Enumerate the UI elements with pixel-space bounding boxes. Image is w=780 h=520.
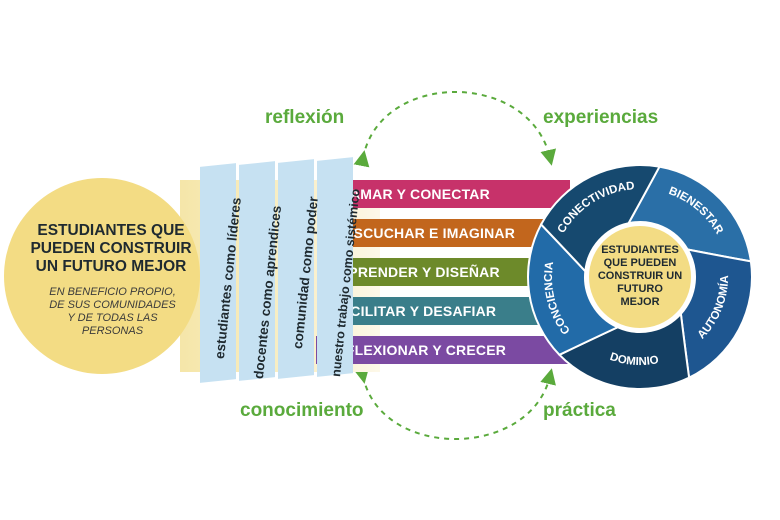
label-conocimiento: conocimiento bbox=[240, 400, 364, 421]
bottom-arc bbox=[353, 366, 556, 440]
label-experiencias: experiencias bbox=[543, 107, 659, 128]
outcome-title: ESTUDIANTES QUE PUEDEN CONSTRUIR UN FUTU… bbox=[30, 222, 192, 275]
practice-bar-5: REFLEXIONAR Y CRECER bbox=[316, 336, 570, 364]
ring-center bbox=[589, 226, 691, 328]
ring-center-text: ESTUDIANTES QUE PUEDEN CONSTRUIR UN FUTU… bbox=[597, 244, 683, 308]
practice-bar-4: FACILITAR Y DESAFIAR bbox=[322, 297, 570, 325]
practice-bar-2: ESCUCHAR E IMAGINAR bbox=[334, 219, 570, 247]
outcome-subtitle: EN BENEFICIO PROPIO, DE SUS COMUNIDADES … bbox=[49, 286, 176, 337]
outcome-ring: BIENESTARAUTONOMÍADOMINIOCONCIENCIACONEC… bbox=[527, 164, 753, 390]
ring-segment-5 bbox=[539, 164, 661, 274]
top-arc bbox=[353, 91, 557, 168]
outcome-circle bbox=[4, 178, 200, 374]
label-practica: práctica bbox=[543, 400, 616, 421]
label-reflexion: reflexión bbox=[265, 107, 345, 128]
practice-bar-1: AMAR Y CONECTAR bbox=[340, 180, 570, 208]
